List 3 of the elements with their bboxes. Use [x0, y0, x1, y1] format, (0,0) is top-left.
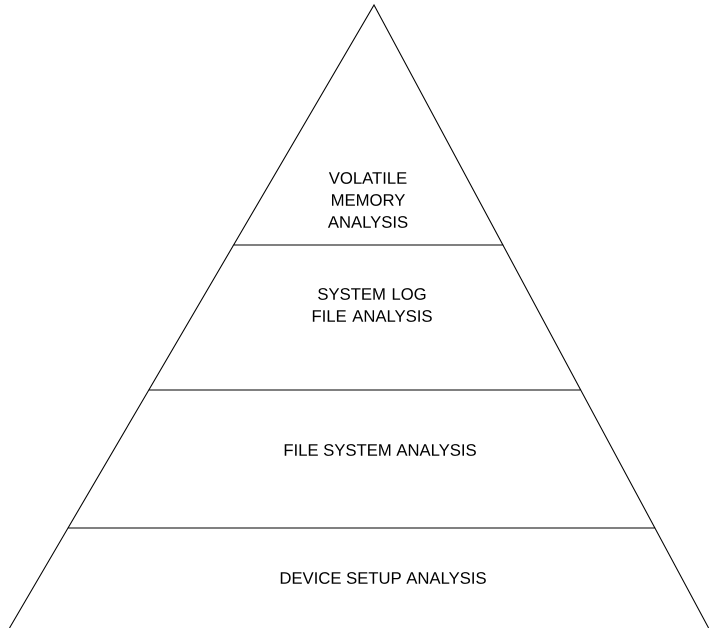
pyramid-level: FILE SYSTEM ANALYSIS	[68, 389, 656, 528]
pyramid-level: SYSTEM LOG FILE ANALYSIS	[148, 244, 582, 390]
pyramid-level: DEVICE SETUP ANALYSIS	[9, 527, 709, 628]
